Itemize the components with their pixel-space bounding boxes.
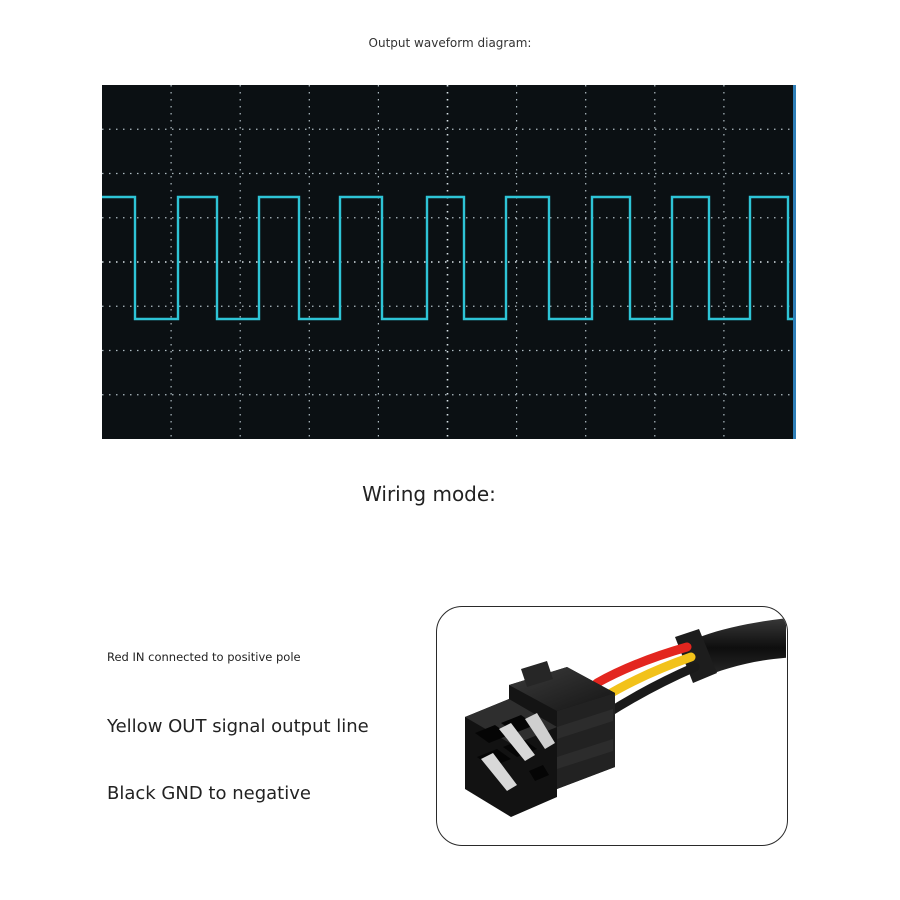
connector-photo [436,606,788,846]
red-wire [592,642,692,688]
red-wire-label: Red IN connected to positive pole [107,650,301,664]
wiring-mode-title: Wiring mode: [362,482,496,506]
oscilloscope-grid [102,85,793,439]
black-wire-label: Black GND to negative [107,783,311,804]
oscilloscope-screen [102,85,796,439]
connector-illustration [465,618,786,817]
square-wave-signal [102,195,793,321]
connector-pins [481,713,555,791]
connector-housing [465,661,615,817]
waveform-caption: Output waveform diagram: [368,36,532,50]
yellow-wire-label: Yellow OUT signal output line [107,716,369,737]
waveform-plot [102,85,793,439]
cable-sleeve [675,629,717,683]
